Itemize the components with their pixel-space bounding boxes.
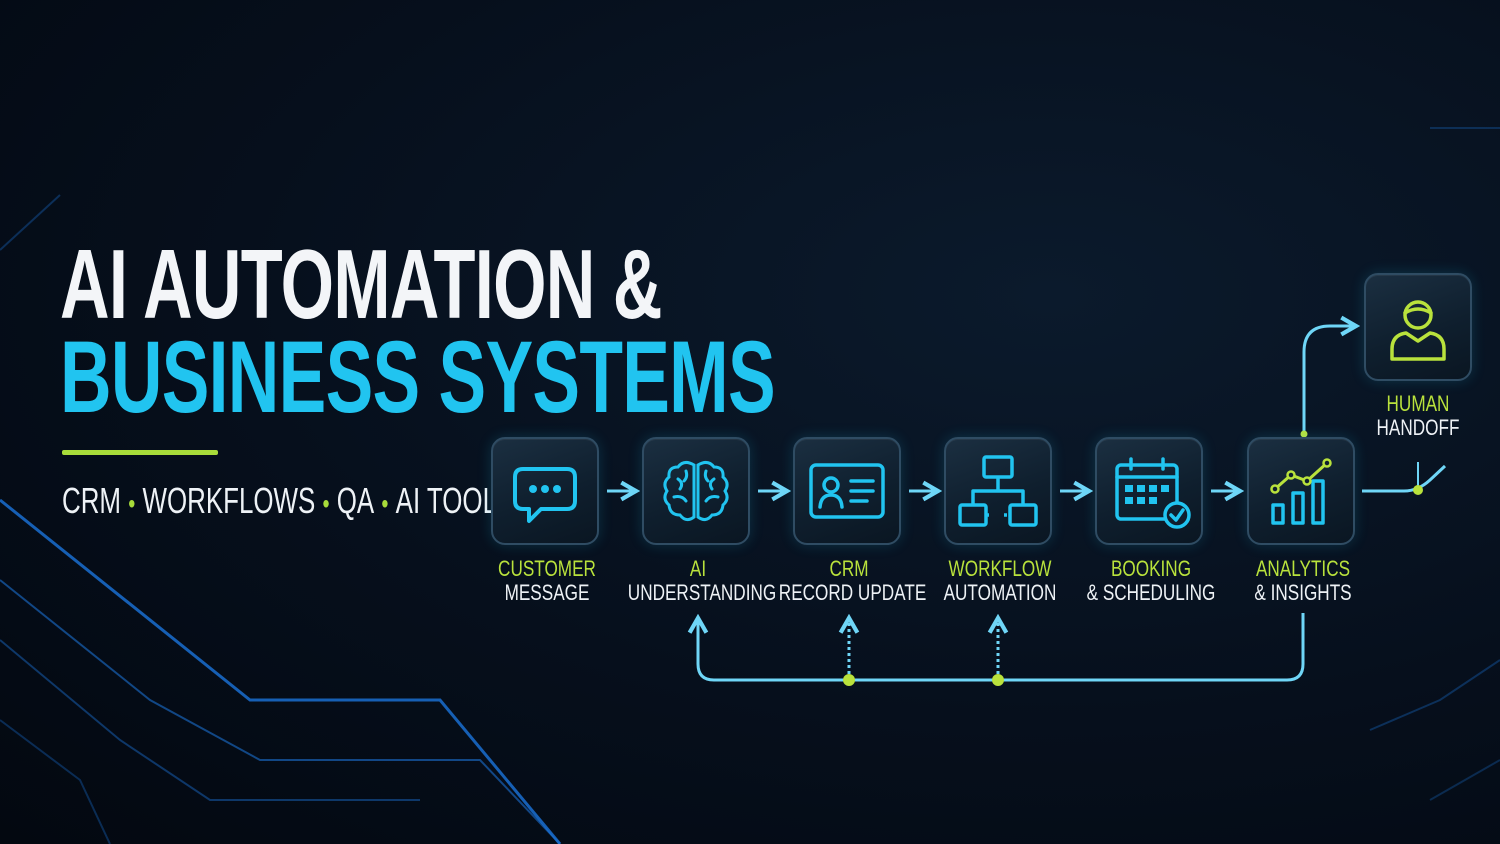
bullet-dot: • — [381, 488, 389, 519]
node-analytics-insights — [1247, 437, 1355, 545]
bullet-dot: • — [322, 488, 330, 519]
node-customer-message — [491, 437, 599, 545]
node-human-handoff — [1364, 273, 1472, 381]
bar-chart-icon — [1270, 458, 1332, 525]
title-line-2: BUSINESS SYSTEMS — [60, 320, 776, 434]
label-analytics-insights: ANALYTICS & INSIGHTS — [1254, 556, 1352, 605]
subtitle-item-workflows: WORKFLOWS — [142, 480, 316, 521]
label-workflow-automation: WORKFLOW AUTOMATION — [943, 556, 1057, 605]
calendar-check-icon — [1115, 457, 1191, 529]
subtitle: CRM•WORKFLOWS•QA•AI TOOLS — [62, 482, 514, 523]
label-ai-understanding: AI UNDERSTANDING — [627, 556, 777, 605]
label-customer-message: CUSTOMER MESSAGE — [498, 556, 596, 605]
contact-card-icon — [809, 463, 885, 519]
label-human-handoff: HUMAN HANDOFF — [1376, 391, 1460, 440]
chat-bubble-icon — [513, 467, 577, 523]
node-workflow-automation — [944, 437, 1052, 545]
subtitle-item-qa: QA — [336, 480, 375, 521]
title-underline — [62, 450, 218, 455]
brain-icon — [663, 460, 729, 522]
person-icon — [1390, 300, 1446, 361]
node-booking-scheduling — [1095, 437, 1203, 545]
bullet-dot: • — [128, 488, 136, 519]
label-crm-record-update: CRM RECORD UPDATE — [778, 556, 927, 605]
label-booking-scheduling: BOOKING & SCHEDULING — [1086, 556, 1216, 605]
node-ai-understanding — [642, 437, 750, 545]
subtitle-item-crm: CRM — [62, 480, 122, 521]
title-line-1: AI AUTOMATION & — [60, 229, 662, 339]
flowchart-icon — [958, 455, 1038, 527]
node-crm-record-update — [793, 437, 901, 545]
